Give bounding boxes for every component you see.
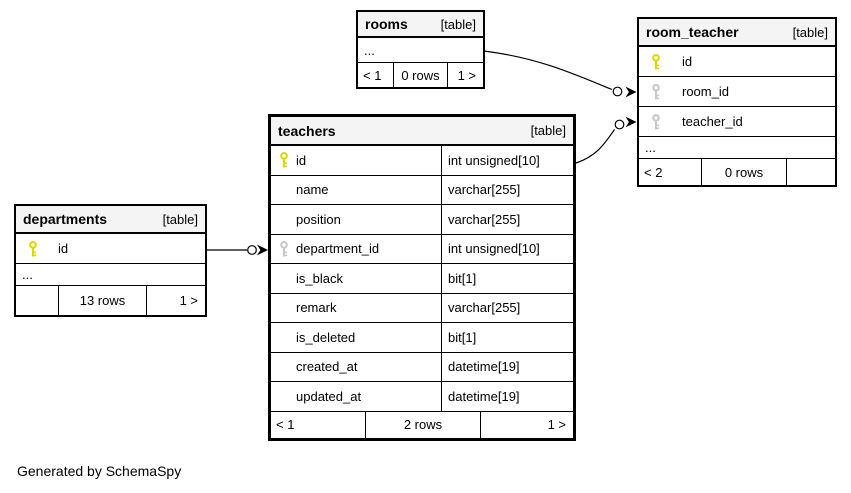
column-row-id: id <box>16 234 205 264</box>
table-name[interactable]: rooms <box>365 16 408 32</box>
primary-key-icon <box>279 152 289 169</box>
table-columns: id... <box>16 234 205 286</box>
hidden-columns-ellipsis: ... <box>639 137 835 159</box>
column-row-department_id: department_id int unsigned[10] <box>271 234 573 264</box>
column-name: name <box>296 182 329 198</box>
primary-key-icon <box>651 53 661 70</box>
column-name: teacher_id <box>682 114 743 129</box>
column-type: datetime[19] <box>441 382 573 411</box>
table-type-tag: [table] <box>440 16 476 32</box>
hidden-columns-ellipsis: ... <box>16 264 205 286</box>
table-room_teacher[interactable]: room_teacher [table] id room_id teacher_id… <box>637 17 837 187</box>
column-name: is_deleted <box>296 329 356 345</box>
table-columns: id room_id teacher_id... <box>639 47 835 159</box>
relation-teachers-room_teacher <box>575 116 637 164</box>
column-row-is_deleted: is_deleted bit[1] <box>271 323 573 353</box>
column-row-created_at: created_at datetime[19] <box>271 352 573 382</box>
column-type: varchar[255] <box>441 175 573 204</box>
table-type-tag: [table] <box>792 24 828 40</box>
foreign-key-icon <box>651 83 661 100</box>
column-row-is_black: is_black bit[1] <box>271 264 573 294</box>
footer-row-count: 0 rows <box>393 63 447 87</box>
column-row-teacher_id: teacher_id <box>639 107 835 137</box>
table-teachers[interactable]: teachers [table] id int unsigned[10] name v… <box>268 114 576 441</box>
relation-departments-teachers <box>206 244 268 256</box>
column-name: id <box>58 241 69 256</box>
footer-next-pages: 1 > <box>480 411 573 438</box>
column-type: int unsigned[10] <box>441 234 573 263</box>
column-name: room_id <box>682 84 729 99</box>
footer-row-count: 2 rows <box>365 411 480 438</box>
foreign-key-icon <box>279 240 289 257</box>
footer-prev-pages: < 1 <box>363 67 382 83</box>
footer-row-count: 13 rows <box>58 286 146 315</box>
table-name[interactable]: teachers <box>278 122 336 139</box>
column-row-id: id <box>639 47 835 77</box>
table-header[interactable]: departments [table] <box>16 206 205 234</box>
column-name: id <box>682 54 693 69</box>
generated-by-note: Generated by SchemaSpy <box>17 463 182 479</box>
column-row-updated_at: updated_at datetime[19] <box>271 382 573 412</box>
table-type-tag: [table] <box>530 123 566 138</box>
table-header[interactable]: teachers [table] <box>271 117 573 146</box>
column-name: is_black <box>296 270 343 286</box>
column-name: updated_at <box>296 388 362 404</box>
column-type: bit[1] <box>441 323 573 352</box>
footer-prev-pages <box>16 286 58 315</box>
column-row-id: id int unsigned[10] <box>271 146 573 176</box>
table-columns: ... <box>358 38 483 63</box>
column-row-room_id: room_id <box>639 77 835 107</box>
footer-row-count: 0 rows <box>701 159 786 185</box>
column-type: bit[1] <box>441 264 573 293</box>
footer-prev-pages: < 2 <box>644 164 663 180</box>
column-type: int unsigned[10] <box>441 146 573 175</box>
table-name[interactable]: departments <box>23 211 108 227</box>
column-type: varchar[255] <box>441 293 573 322</box>
footer-next-pages: 1 > <box>447 63 483 87</box>
hidden-columns-ellipsis: ... <box>358 38 483 63</box>
footer-prev-pages: < 1 <box>276 417 295 433</box>
column-type: varchar[255] <box>441 205 573 234</box>
column-name: remark <box>296 300 337 316</box>
table-header[interactable]: room_teacher [table] <box>639 19 835 47</box>
relation-rooms-room_teacher <box>483 50 637 98</box>
table-name[interactable]: room_teacher <box>646 24 739 40</box>
table-header[interactable]: rooms [table] <box>358 12 483 38</box>
column-type: datetime[19] <box>441 352 573 381</box>
footer-next-pages <box>786 159 835 185</box>
column-name: created_at <box>296 359 358 375</box>
column-name: department_id <box>296 241 380 257</box>
column-name: id <box>296 152 307 168</box>
table-footer: < 2 0 rows <box>639 159 835 185</box>
column-row-name: name varchar[255] <box>271 175 573 205</box>
column-row-position: position varchar[255] <box>271 205 573 235</box>
foreign-key-icon <box>651 113 661 130</box>
primary-key-icon <box>28 240 38 257</box>
table-type-tag: [table] <box>162 211 198 227</box>
column-row-remark: remark varchar[255] <box>271 293 573 323</box>
column-name: position <box>296 211 341 227</box>
footer-next-pages: 1 > <box>146 286 205 315</box>
